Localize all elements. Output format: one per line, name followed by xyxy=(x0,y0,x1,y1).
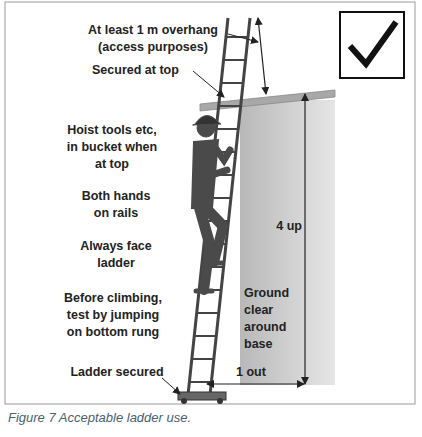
callout-text: Hoist tools etc, in bucket when at top xyxy=(62,122,162,173)
figure-caption: Figure 7 Acceptable ladder use. xyxy=(8,410,191,425)
arm xyxy=(214,146,230,160)
ladder-rung xyxy=(197,312,219,314)
boot xyxy=(206,261,222,266)
ladder-rung xyxy=(192,358,214,360)
dimension-label: 1 out xyxy=(236,364,286,381)
frame xyxy=(5,2,415,404)
callout-text: Always face ladder xyxy=(75,238,157,272)
foot-wheel xyxy=(217,398,223,404)
ladder-rung xyxy=(221,82,243,84)
callout-text: At least 1 m overhang (access purposes) xyxy=(78,22,228,56)
leader-line xyxy=(228,34,258,42)
ladder-rung xyxy=(194,335,216,337)
dimension-line xyxy=(304,94,305,384)
boot xyxy=(196,289,212,294)
leg xyxy=(204,245,210,290)
ladder-rung xyxy=(189,381,211,383)
ladder xyxy=(188,18,250,395)
leg xyxy=(199,206,210,245)
callout-text: Before climbing, test by jumping on bott… xyxy=(58,290,168,341)
dimension-label: 4 up xyxy=(264,218,302,235)
arm xyxy=(197,148,227,175)
note-text: Ground clear around base xyxy=(244,285,302,353)
foot-wheel xyxy=(181,398,187,404)
leader-line xyxy=(193,71,224,97)
dimension-line xyxy=(207,383,304,384)
check-mark xyxy=(350,22,396,64)
callout-text: Both hands on rails xyxy=(75,188,157,222)
overhang-dimension xyxy=(258,18,266,94)
climber xyxy=(192,115,230,291)
check-box xyxy=(340,12,404,78)
ladder-rung xyxy=(216,128,238,130)
wall xyxy=(240,100,335,385)
ladder-rung xyxy=(224,59,246,61)
ladder-rail xyxy=(188,18,228,395)
ladder-rung xyxy=(219,105,241,107)
leader-line xyxy=(162,378,180,394)
callout-text: Ladder secured xyxy=(62,364,172,381)
callout-text: Secured at top xyxy=(92,62,192,79)
helmet xyxy=(193,115,221,125)
